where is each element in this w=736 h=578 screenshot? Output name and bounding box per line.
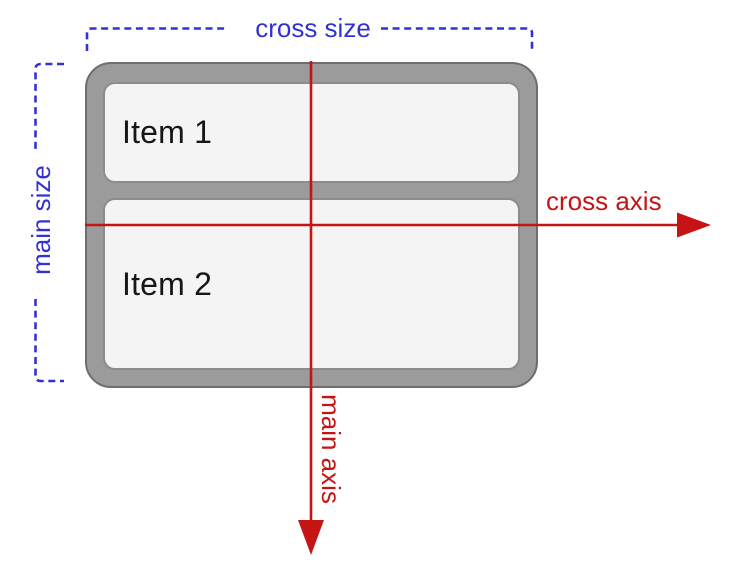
cross-size-bracket-right-segment [381, 27, 534, 51]
main-axis-label: main axis [316, 394, 346, 504]
flex-item-1: Item 1 [103, 82, 520, 183]
flex-item-2: Item 2 [103, 198, 520, 370]
flex-item-2-label: Item 2 [122, 265, 213, 302]
main-size-label: main size [26, 165, 56, 275]
main-size-bracket-top-segment [34, 62, 64, 150]
flex-item-1-label: Item 1 [122, 114, 213, 150]
main-size-bracket-bottom-segment [34, 299, 64, 383]
cross-size-label: cross size [255, 13, 371, 43]
cross-size-bracket-left-segment [85, 27, 228, 51]
cross-axis-label: cross axis [546, 186, 662, 216]
cross-axis-arrowhead-icon [677, 212, 711, 238]
